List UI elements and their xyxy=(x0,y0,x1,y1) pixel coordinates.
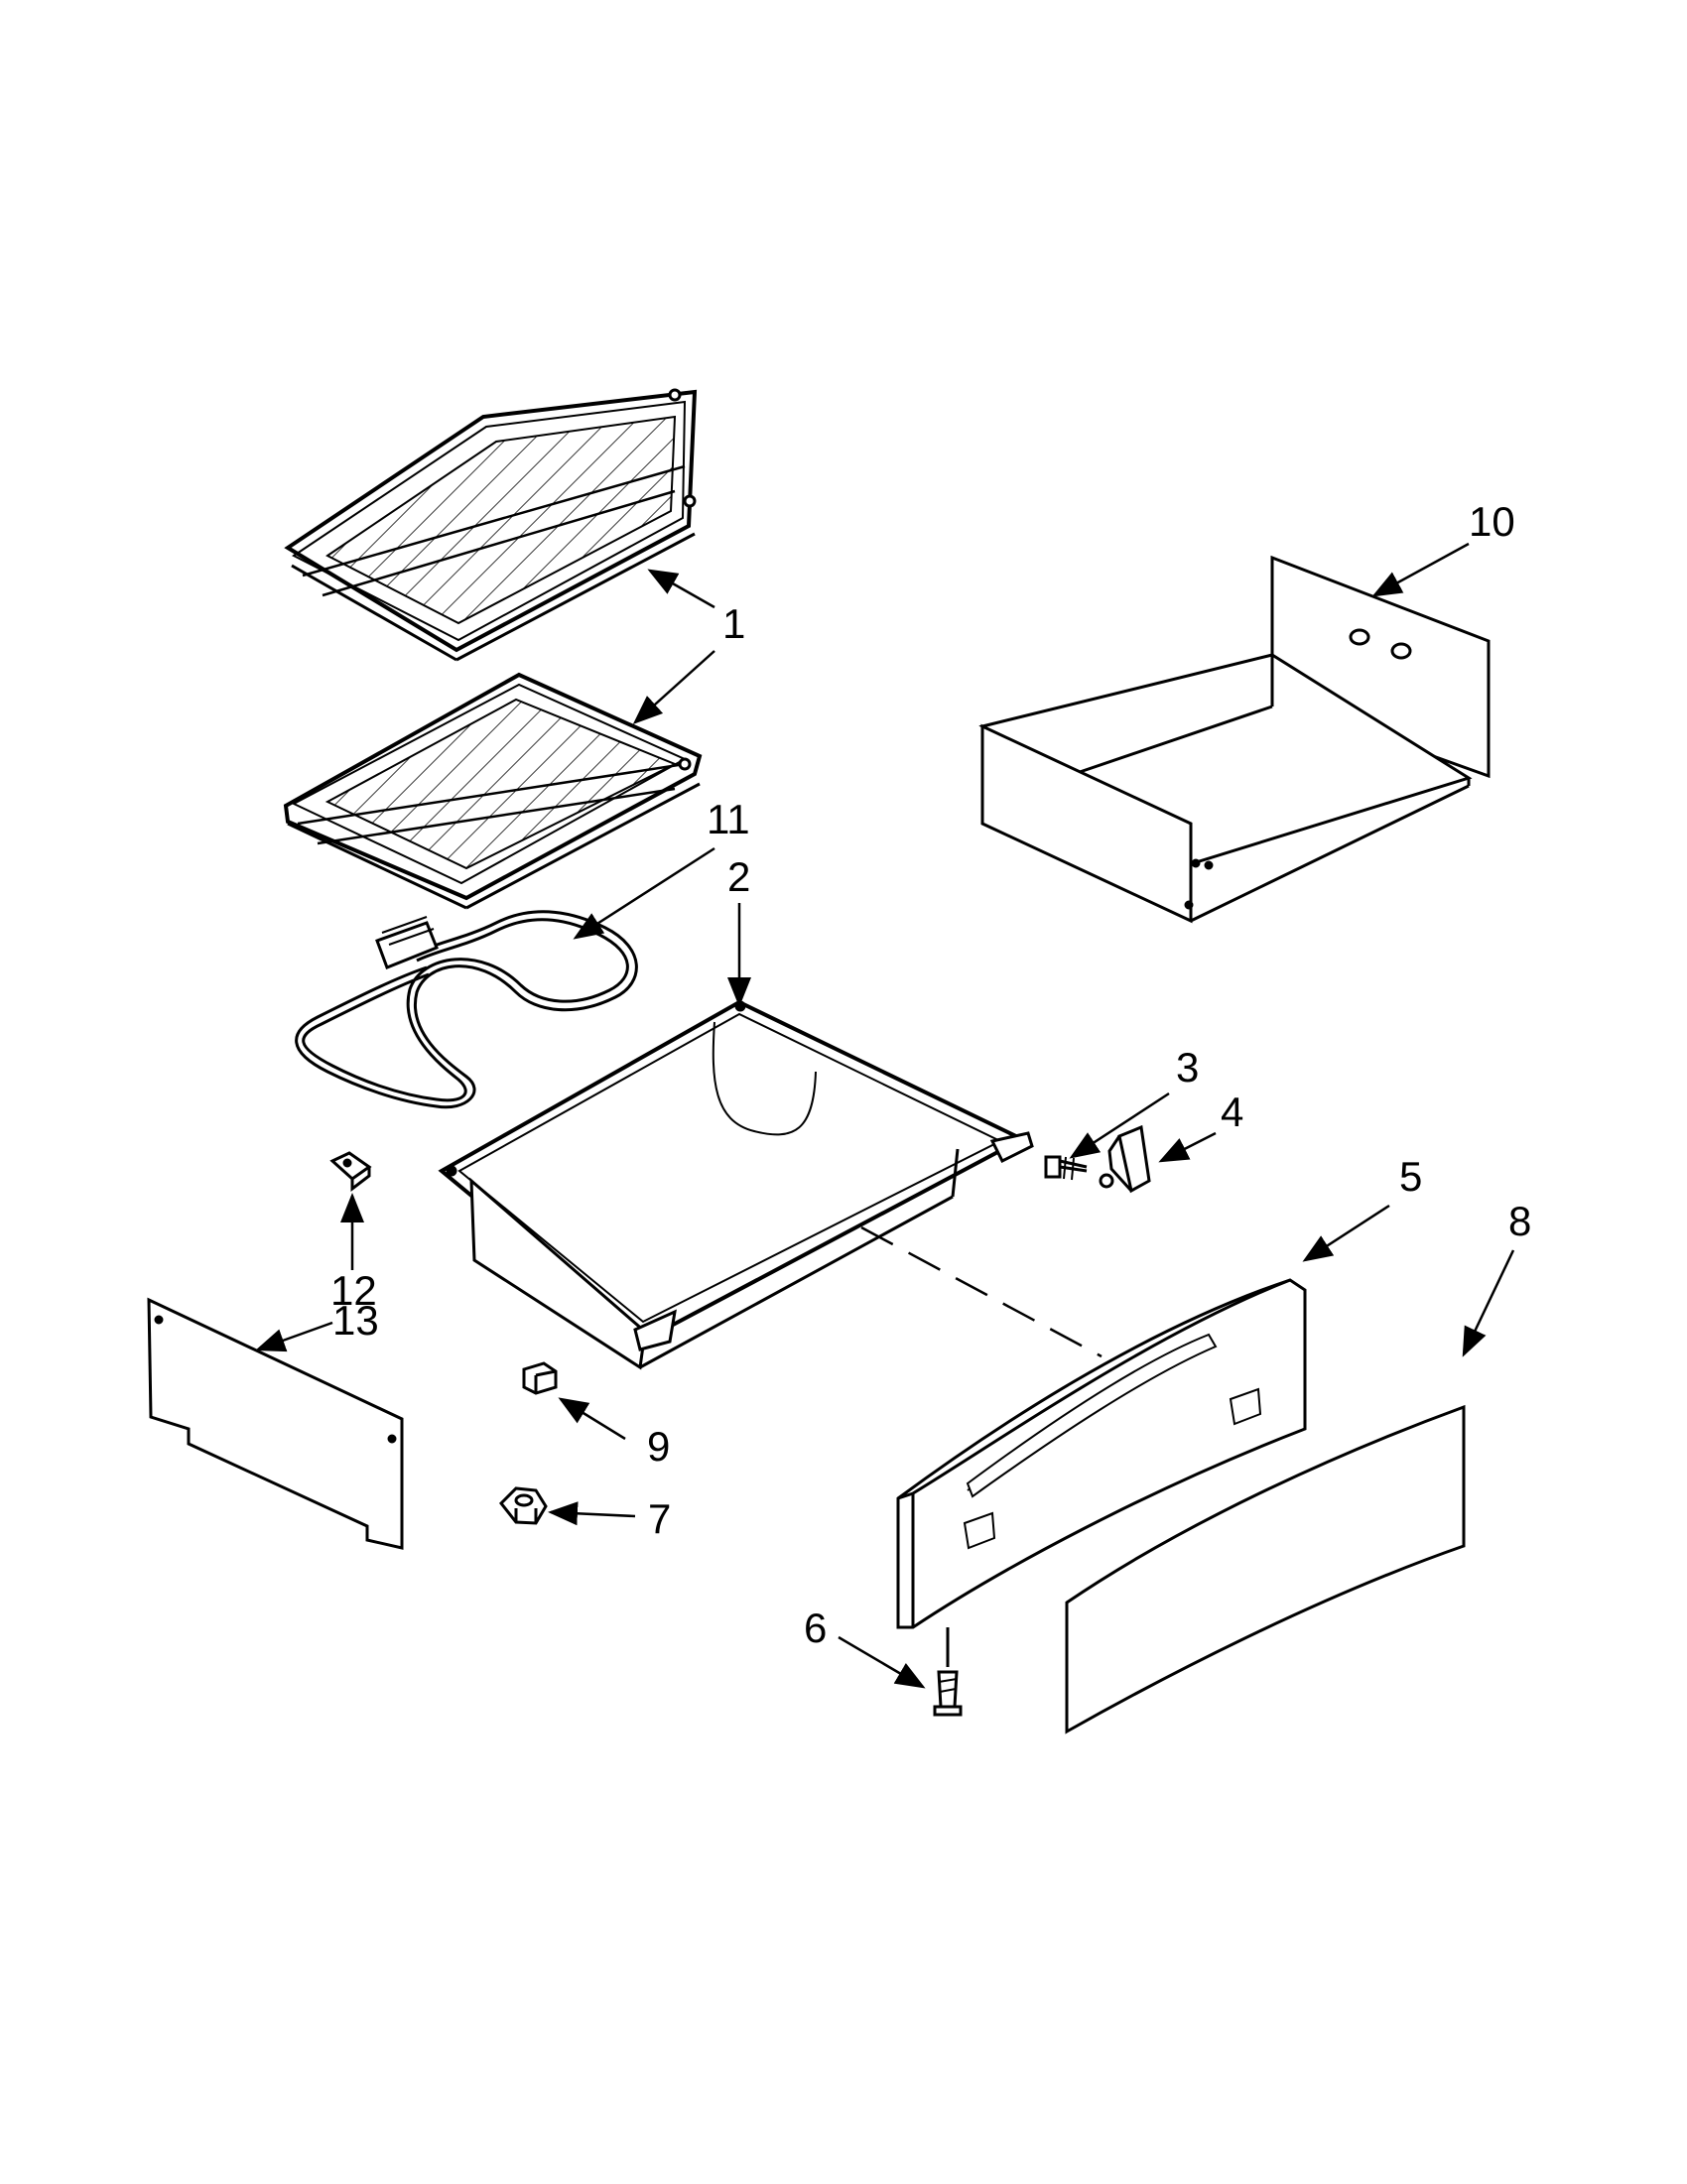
callout-13: 13 xyxy=(332,1297,379,1344)
bumper-part-9 xyxy=(524,1363,556,1393)
callout-7: 7 xyxy=(648,1495,671,1542)
callout-5: 5 xyxy=(1399,1153,1422,1200)
callout-1-upper: 1 xyxy=(722,600,745,647)
callout-6: 6 xyxy=(804,1605,827,1651)
panel-part-13 xyxy=(149,1300,402,1548)
screw-part-3 xyxy=(1046,1157,1087,1180)
nut-part-7 xyxy=(501,1488,546,1523)
bake-element xyxy=(297,912,637,1107)
callout-12: 12 xyxy=(330,1267,377,1314)
drawer-pan xyxy=(442,1002,1032,1367)
drawer-front-part-5 xyxy=(898,1280,1305,1627)
oven-rack-upper xyxy=(288,390,695,660)
callout-9: 9 xyxy=(647,1423,670,1470)
storage-drawer-box xyxy=(982,558,1489,921)
callout-10: 10 xyxy=(1469,498,1515,545)
bracket-part-4 xyxy=(1101,1127,1149,1191)
front-panel-part-8 xyxy=(1067,1407,1464,1732)
callout-2: 2 xyxy=(727,853,750,900)
callout-11: 11 xyxy=(707,796,750,842)
callout-4: 4 xyxy=(1221,1089,1243,1135)
callout-3: 3 xyxy=(1176,1044,1199,1091)
alignment-line xyxy=(860,1225,1103,1358)
clip-part-12 xyxy=(332,1153,369,1189)
oven-rack-lower xyxy=(286,675,700,908)
callout-8: 8 xyxy=(1508,1198,1531,1244)
callout-labels: 1 11 2 3 4 5 8 10 12 13 9 7 6 1 xyxy=(330,498,1531,1651)
leader-arrows xyxy=(255,542,1515,1689)
screw-part-6 xyxy=(935,1627,961,1715)
